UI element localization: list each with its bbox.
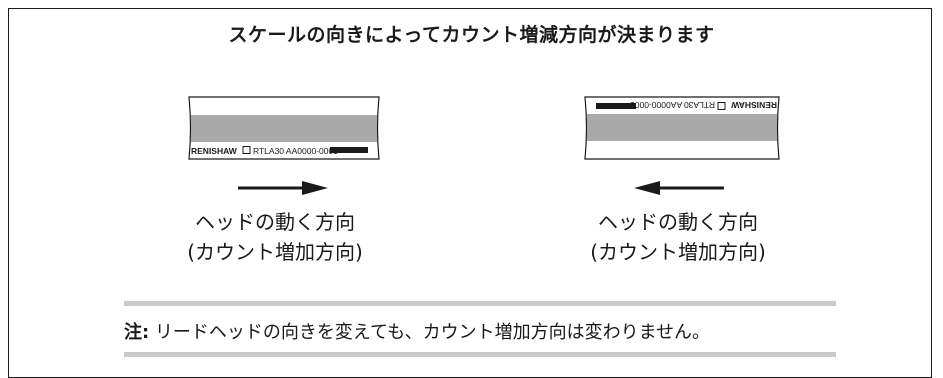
note-top-rule — [124, 301, 836, 306]
left-caption-line1: ヘッドの動く方向 — [195, 210, 355, 234]
scale-barcode — [330, 147, 368, 153]
registered-icon — [717, 102, 726, 110]
scale-band — [587, 114, 777, 141]
left-scale-brand: RENISHAW — [191, 146, 238, 156]
scale-band — [191, 115, 377, 142]
arrow-left-icon — [632, 180, 724, 199]
note-label: 注: — [124, 322, 150, 343]
right-scale-brand: RENISHAW — [730, 100, 777, 110]
right-scale-marking: RTLA30 AA0000-0001 — [630, 100, 715, 110]
right-caption-line2: (カウント増加方向) — [590, 240, 766, 264]
left-caption: ヘッドの動く方向 (カウント増加方向) — [165, 207, 385, 267]
right-caption: ヘッドの動く方向 (カウント増加方向) — [568, 207, 788, 267]
left-scale-illustration: RENISHAW RTLA30 AA0000-0001 — [186, 95, 382, 161]
note-text: リードヘッドの向きを変えても、カウント増加方向は変わりません。 — [149, 322, 711, 343]
right-caption-line1: ヘッドの動く方向 — [598, 210, 758, 234]
scale-barcode — [596, 103, 636, 109]
arrow-right-icon — [238, 180, 330, 199]
note-bottom-rule — [124, 352, 836, 357]
registered-icon — [242, 146, 251, 154]
left-caption-line2: (カウント増加方向) — [187, 240, 363, 264]
diagram-title: スケールの向きによってカウント増減方向が決まります — [228, 24, 715, 46]
right-scale-illustration: RENISHAW RTLA30 AA0000-0001 — [582, 95, 782, 161]
left-scale-marking: RTLA30 AA0000-0001 — [253, 146, 338, 156]
note: 注: リードヘッドの向きを変えても、カウント増加方向は変わりません。 — [124, 318, 710, 344]
